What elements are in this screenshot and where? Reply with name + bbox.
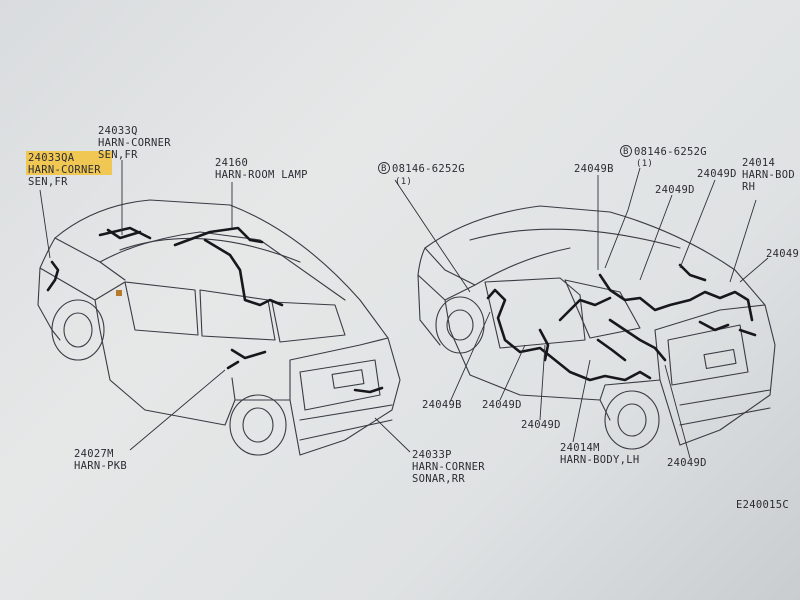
label-24027m-line1: HARN-PKB	[74, 460, 127, 472]
label-bolt-right-part: 08146-6252G	[634, 146, 707, 158]
left-hood	[39, 237, 126, 301]
leader-bolt-right	[604, 167, 641, 269]
leader-24049d-top2	[679, 179, 716, 269]
leader-24049d-bottom2	[539, 344, 546, 421]
harness-body-rh	[598, 273, 754, 322]
left-vehicle	[37, 199, 401, 456]
label-24014m-line1: HARN-BODY,LH	[560, 454, 639, 466]
leader-24014m	[572, 359, 591, 443]
left-side-window-front	[124, 281, 199, 336]
harness-corner-sonar-rr	[353, 386, 384, 394]
harness-pkb	[226, 348, 267, 370]
harness-rear-gate	[698, 320, 757, 337]
harness-body-lh	[486, 288, 652, 382]
label-24049d-bottom2: 24049D	[521, 419, 561, 431]
right-vehicle	[417, 205, 776, 450]
label-24014-line1: HARN-BOD	[742, 169, 795, 181]
left-quarter-window	[271, 301, 346, 343]
label-24033qa-line1: HARN-CORNER	[28, 164, 101, 176]
right-rear-wheel	[604, 390, 660, 450]
bolt-marker-left	[378, 162, 390, 174]
leader-24027m	[129, 369, 226, 451]
label-24033q-line2: SEN,FR	[98, 149, 138, 161]
highlight-24033qa	[26, 151, 112, 175]
label-24160-part: 24160	[215, 157, 248, 169]
bolt-marker-right	[620, 145, 632, 157]
label-24049d-bottom1: 24049D	[482, 399, 522, 411]
leader-24033p	[374, 417, 411, 453]
leader-bolt-left	[394, 179, 471, 293]
label-24014m-part: 24014M	[560, 442, 600, 454]
label-24049d-bottom3: 24049D	[667, 457, 707, 469]
right-roof-rail	[469, 228, 681, 249]
left-rear-bumper	[299, 404, 393, 441]
bolt-marker-right-letter: B	[623, 147, 629, 157]
label-24049-right: 24049	[766, 248, 799, 260]
label-bolt-left-part: 08146-6252G	[392, 163, 465, 175]
label-24033q-part: 24033Q	[98, 125, 138, 137]
label-bolt-right-qty: (1)	[636, 159, 653, 169]
right-rear-wheel-hub	[617, 403, 647, 437]
figure-code: E240015C	[736, 499, 789, 511]
right-rear-bumper	[679, 389, 771, 426]
left-body-side	[99, 329, 301, 456]
right-front-fascia	[417, 274, 451, 346]
label-bolt-left-qty: (1)	[395, 177, 412, 187]
left-roof-outline	[54, 199, 401, 456]
leader-24049d-bottom3	[664, 364, 691, 459]
leader-24014	[729, 199, 757, 283]
left-orange-clip	[116, 290, 122, 296]
right-windshield	[424, 247, 571, 286]
leader-24049b-bottom	[449, 311, 491, 403]
label-24049d-top2: 24049D	[697, 168, 737, 180]
harness-body-rh-branch	[596, 263, 707, 362]
label-24049b-top: 24049B	[574, 163, 614, 175]
harness-body-lh-branch	[538, 296, 612, 362]
label-24049b-bottom: 24049B	[422, 399, 462, 411]
leader-24033qa	[39, 189, 51, 259]
left-front-wheel-hub	[63, 312, 93, 348]
bolt-marker-left-letter: B	[381, 164, 387, 174]
label-24049d-top1: 24049D	[655, 184, 695, 196]
label-24033p-line2: SONAR,RR	[412, 473, 465, 485]
label-24033qa-line2: SEN,FR	[28, 176, 68, 188]
labels: 24033QA HARN-CORNER SEN,FR 24033Q HARN-C…	[26, 125, 799, 511]
right-roof-outline	[424, 205, 776, 446]
right-side-window-rear	[564, 279, 641, 339]
harness-corner-sen-fr	[46, 260, 60, 292]
left-license-plate	[331, 369, 365, 389]
right-side-window	[484, 277, 586, 349]
leader-24049d-top1	[639, 194, 673, 281]
left-rear-wheel-hub	[242, 407, 274, 443]
leader-24049d-bottom1	[499, 344, 526, 401]
left-side-window-rear	[199, 289, 276, 341]
left-tailgate	[289, 337, 389, 411]
label-24033p-part: 24033P	[412, 449, 452, 461]
label-24027m-part: 24027M	[74, 448, 114, 460]
right-tailgate	[654, 304, 766, 386]
leader-24049-right	[739, 257, 769, 283]
leader-lines	[39, 160, 769, 459]
label-24033p-line1: HARN-CORNER	[412, 461, 485, 473]
label-24033qa-part: 24033QA	[28, 152, 75, 164]
right-front-wheel-hub	[446, 309, 474, 341]
label-24014-part: 24014	[742, 157, 775, 169]
label-24033q-line1: HARN-CORNER	[98, 137, 171, 149]
label-24160-line1: HARN-ROOM LAMP	[215, 169, 308, 181]
left-front-bumper	[37, 267, 101, 341]
right-license-plate	[703, 348, 737, 370]
left-rear-wheel	[229, 394, 287, 456]
left-front-wheel	[51, 299, 105, 361]
label-24014-line2: RH	[742, 181, 755, 193]
right-body-side	[449, 329, 681, 446]
right-hood	[417, 247, 476, 301]
right-front-wheel	[435, 296, 485, 354]
harness-roof-segment	[106, 228, 142, 240]
